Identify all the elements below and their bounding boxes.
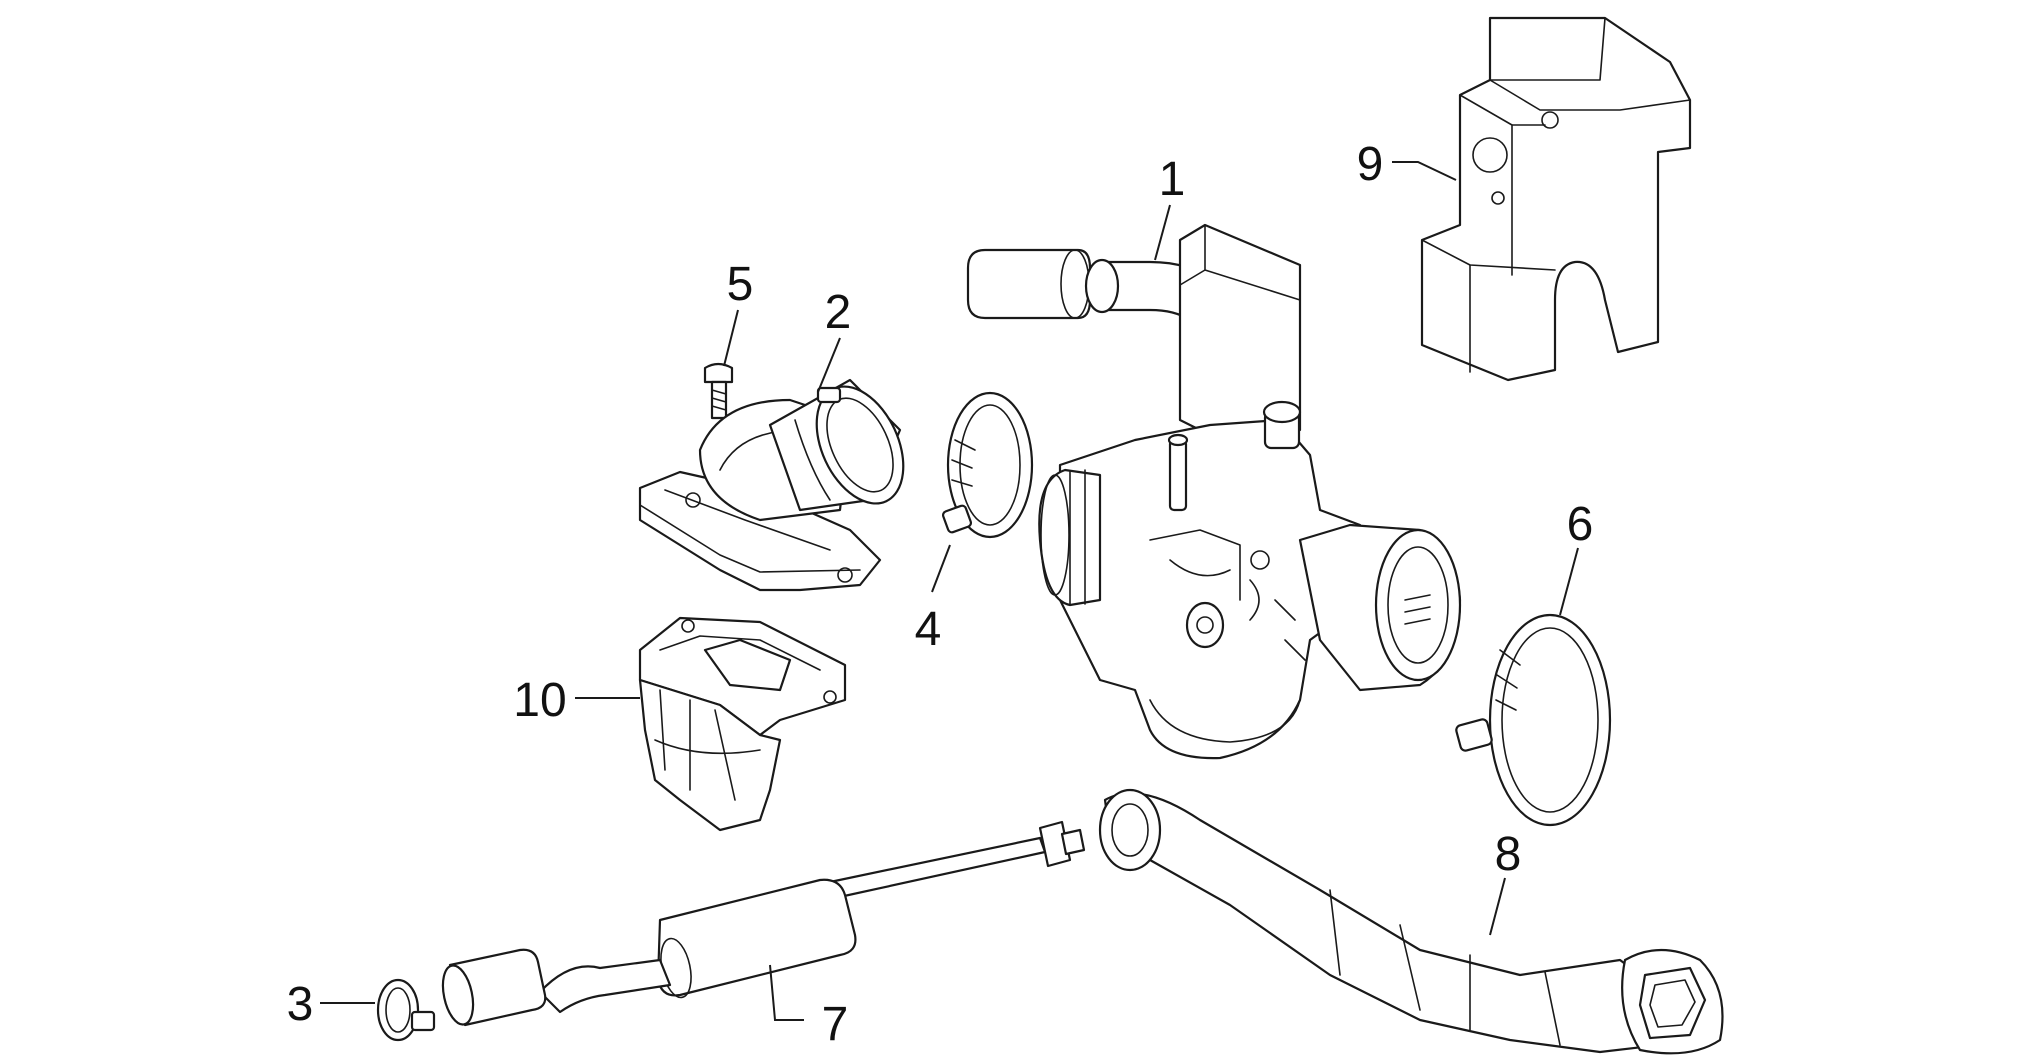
callout-10: 10: [513, 674, 566, 727]
callout-4: 4: [915, 603, 942, 656]
callout-6: 6: [1567, 498, 1594, 551]
callout-9: 9: [1357, 138, 1384, 191]
manifold-screw-drawing: [703, 362, 734, 420]
intake-manifold-drawing: [638, 378, 905, 592]
callout-7: 7: [822, 998, 849, 1051]
callout-leader-4: [931, 544, 951, 593]
hose-clamp-right-drawing: [1455, 613, 1612, 827]
callout-leader-9: [1392, 161, 1457, 181]
callout-leader-8: [1489, 877, 1506, 936]
callout-1: 1: [1159, 153, 1186, 206]
callout-8: 8: [1495, 828, 1522, 881]
intake-hose-drawing: [1098, 788, 1724, 1055]
carburetor-bracket-drawing: [1420, 16, 1692, 382]
callout-2: 2: [825, 286, 852, 339]
callout-leader-6: [1559, 547, 1579, 616]
carburetor-drawing: [966, 223, 1462, 760]
callout-5: 5: [727, 258, 754, 311]
callout-3: 3: [287, 978, 314, 1031]
callout-leader-7: [769, 964, 804, 1021]
small-hose-clamp-drawing: [376, 978, 436, 1042]
reed-valve-drawing: [638, 616, 847, 832]
callout-leader-2: [817, 337, 841, 393]
callout-leader-1: [1154, 204, 1171, 261]
breather-pipe-drawing: [441, 820, 1086, 1027]
hose-clamp-left-drawing: [941, 391, 1034, 539]
callout-leader-5: [723, 309, 739, 367]
